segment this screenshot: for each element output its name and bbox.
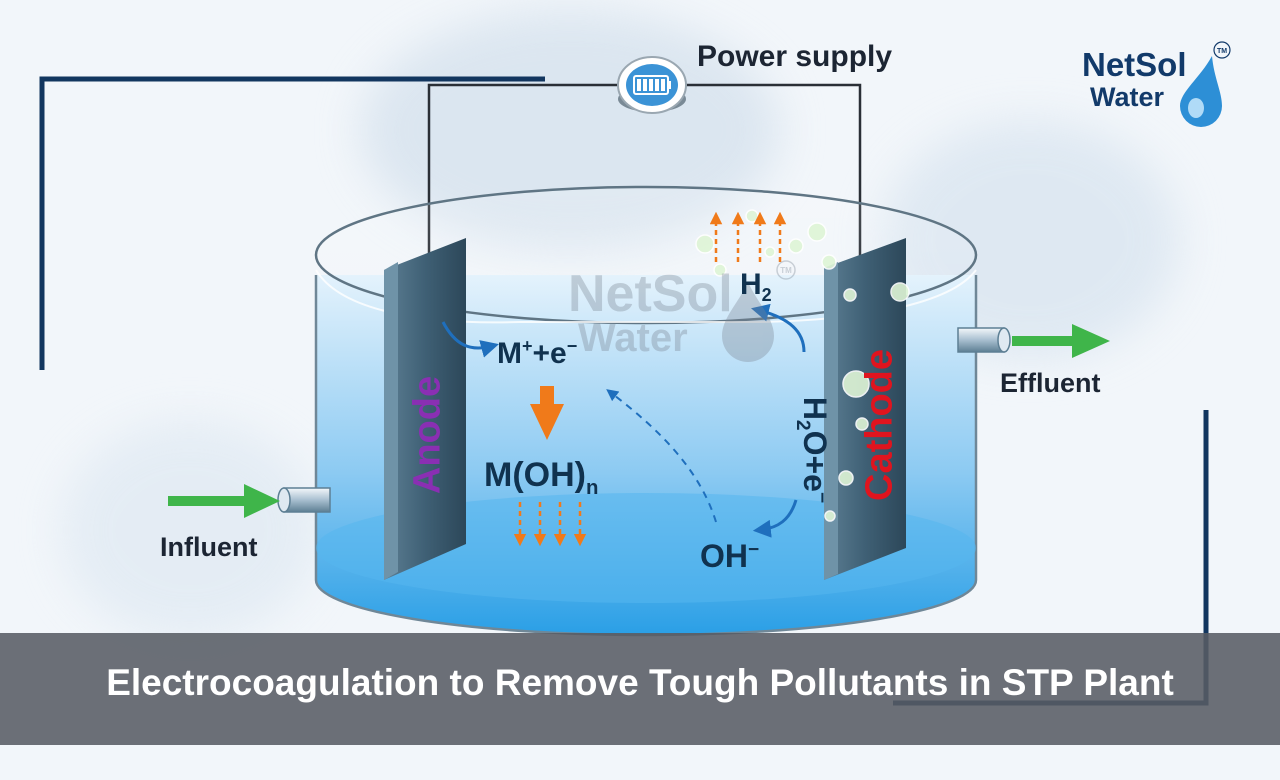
metal-hydroxide: M(OH)n [484, 456, 598, 500]
electron-charge: − [566, 336, 578, 356]
watermark-trademark: TM [780, 266, 792, 275]
trademark-text: TM [1217, 48, 1227, 55]
anode-electron: +e [532, 337, 567, 370]
anode-reaction: M++e− [497, 336, 577, 371]
power-wires [427, 83, 862, 260]
watermark-line2: Water [578, 316, 688, 360]
tank [314, 185, 978, 637]
cathode-electrode [824, 238, 906, 580]
hydroxide-ion: OH− [700, 538, 759, 575]
ion-charge: + [522, 336, 533, 356]
water-rest: O+e [797, 430, 834, 492]
water-subscript: 2 [791, 419, 813, 431]
settling-arrows [513, 502, 587, 547]
cathode-label: Cathode [858, 349, 901, 501]
background-cloud [60, 420, 320, 640]
hydroxide-ion-charge: − [748, 539, 760, 561]
battery-icon [617, 56, 687, 114]
effluent-pipe [957, 327, 1011, 353]
effluent-arrow [1012, 324, 1110, 358]
metal-hydroxide-base: M(OH) [484, 456, 586, 494]
logo-line1: NetSol [1082, 46, 1187, 83]
reaction-arrows [441, 303, 806, 538]
anode-label: Anode [406, 375, 449, 495]
title-banner [0, 633, 1280, 745]
logo-line2: Water [1090, 82, 1165, 112]
water-electron-charge: − [810, 491, 832, 504]
banner-title: Electrocoagulation to Remove Tough Pollu… [106, 662, 1174, 703]
power-supply-label: Power supply [697, 40, 893, 73]
hydrogen-base: H [740, 268, 762, 301]
metal-hydroxide-subscript: n [585, 476, 599, 499]
effluent-label: Effluent [1000, 368, 1101, 398]
influent-label: Influent [160, 532, 258, 562]
influent-arrow [168, 484, 280, 518]
gas-release-arrows [709, 211, 787, 262]
trademark-icon: TM [1213, 41, 1231, 59]
water-h: H [797, 396, 834, 420]
hydrogen-subscript: 2 [761, 285, 772, 305]
watermark-line1: NetSol [568, 265, 733, 323]
hydrogen-gas: H2 [740, 268, 772, 306]
hydroxide-ion-base: OH [700, 538, 748, 574]
electron-flow-arrow [606, 389, 717, 523]
anode-metal: M [497, 337, 522, 370]
water-reduction: H2O+e− [791, 397, 833, 503]
watermark-drop-icon: TM [722, 260, 796, 362]
influent-pipe [277, 487, 331, 513]
logo-drop-icon [1180, 56, 1222, 127]
precipitation-arrow [530, 386, 564, 440]
